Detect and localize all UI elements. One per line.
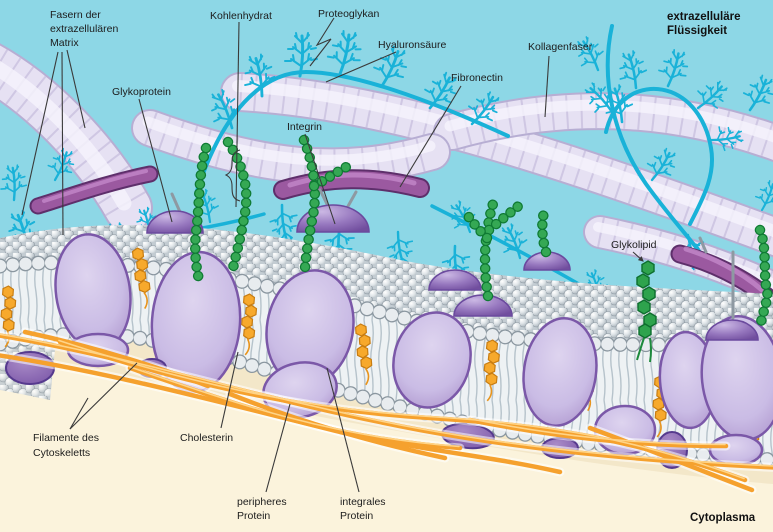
label-filamente: Cytoskeletts [33, 447, 90, 459]
label-glykoprotein: Glykoprotein [112, 86, 171, 98]
receptor-stalk [345, 190, 358, 210]
fibronectin-molecules [29, 165, 773, 306]
label-kollagenfaser: Kollagenfaser [528, 41, 593, 53]
label-cholesterin: Cholesterin [180, 432, 233, 444]
glycolipid-arrow [632, 251, 644, 262]
label-kohlenhydrat: Kohlenhydrat [210, 10, 272, 22]
carbohydrate-brace [224, 149, 241, 202]
leader-lines [21, 17, 644, 493]
leader-line [265, 403, 291, 493]
receptor-stalk [318, 188, 330, 208]
leader-line [69, 397, 89, 430]
receptor-stalk [170, 192, 182, 214]
label-integrin: Integrin [287, 121, 322, 133]
leader-line [544, 55, 550, 118]
label-fasern: Fasern der [50, 9, 101, 21]
label-integrales-protein: integrales [340, 496, 386, 508]
region-label-extracellular: extrazelluläre [667, 11, 741, 23]
receptor-domes [146, 188, 759, 341]
label-peripheres-protein: Protein [237, 510, 270, 522]
fibronectin-molecule [273, 169, 430, 200]
region-label-cytoplasm: Cytoplasma [690, 512, 756, 524]
label-fibronectin: Fibronectin [451, 72, 503, 84]
label-hyaluronsaeure: Hyaluronsäure [378, 39, 446, 51]
label-peripheres-protein: peripheres [237, 496, 287, 508]
hyaluronan-strand [194, 69, 510, 196]
leader-line [69, 362, 138, 430]
leader-line [220, 351, 239, 429]
region-label-extracellular: Flüssigkeit [667, 25, 727, 37]
leader-line [138, 98, 173, 223]
carbohydrate-chains [195, 140, 768, 363]
proteoglycan-arch [604, 86, 714, 226]
leader-line [309, 17, 335, 67]
receptor-dome [428, 269, 482, 291]
label-glykolipid: Glykolipid [611, 239, 657, 251]
label-integrales-protein: Protein [340, 510, 373, 522]
fibronectin-molecule [670, 244, 773, 306]
leader-line [21, 51, 59, 216]
receptor-dome [705, 319, 759, 341]
labels: Fasern der extrazellulären Matrix Kohlen… [33, 8, 756, 524]
glycoprotein-dome [146, 210, 204, 234]
integral-protein [522, 317, 598, 427]
label-fasern: Matrix [50, 37, 79, 49]
receptor-stalk [698, 236, 708, 254]
fibronectin-molecule [29, 165, 159, 215]
leader-line [325, 51, 397, 83]
label-proteoglykan: Proteoglykan [318, 8, 379, 20]
glycolipid-chain [636, 260, 657, 363]
leader-line [304, 133, 336, 225]
integral-protein [392, 311, 472, 409]
label-fasern: extrazellulären [50, 23, 118, 35]
label-filamente: Filamente des [33, 432, 99, 444]
matrix-strand [605, 24, 705, 258]
leader-line [399, 85, 462, 188]
leader-line [66, 49, 86, 129]
leader-line [235, 21, 240, 208]
leader-line [326, 367, 360, 493]
leader-line [61, 51, 64, 236]
